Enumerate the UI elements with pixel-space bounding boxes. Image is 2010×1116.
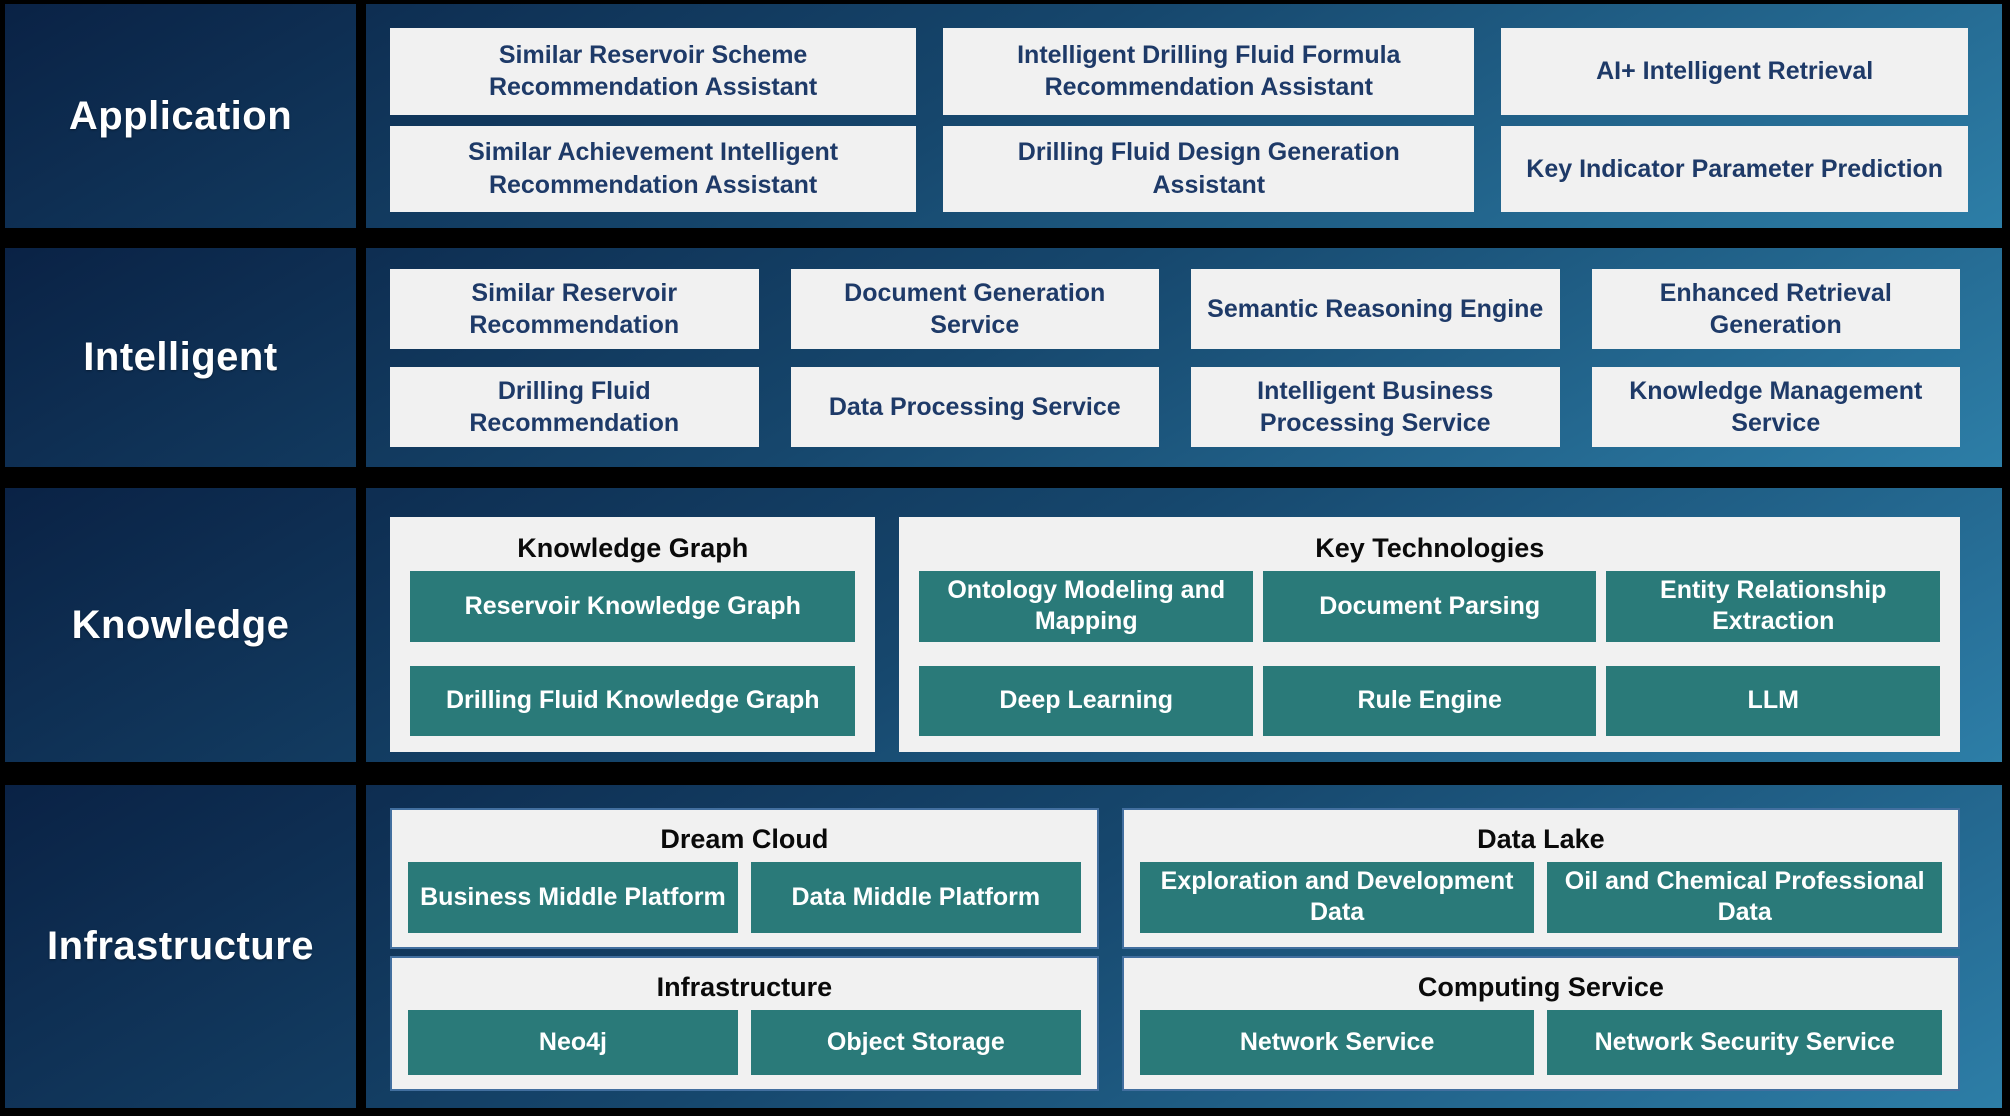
- panel-body: Reservoir Knowledge Graph Drilling Fluid…: [410, 571, 856, 736]
- band-application: Application Similar Reservoir Scheme Rec…: [5, 4, 2002, 228]
- band-label-knowledge: Knowledge: [71, 602, 290, 647]
- panel-title-data-lake: Data Lake: [1477, 824, 1605, 854]
- infrastructure-content: Dream Cloud Business Middle Platform Dat…: [366, 785, 2002, 1108]
- chip-data-middle-platform: Data Middle Platform: [750, 862, 1081, 933]
- band-knowledge: Knowledge Knowledge Graph Reservoir Know…: [5, 488, 2002, 762]
- chip-oil-chemical-professional-data: Oil and Chemical Professional Data: [1547, 862, 1942, 933]
- chip-network-service: Network Service: [1139, 1009, 1535, 1075]
- chip-deep-learning: Deep Learning: [919, 665, 1253, 736]
- panel-title-dream-cloud: Dream Cloud: [660, 824, 829, 854]
- panel-knowledge-graph: Knowledge Graph Reservoir Knowledge Grap…: [390, 517, 876, 752]
- application-box-drilling-fluid-design: Drilling Fluid Design Generation Assista…: [943, 125, 1475, 212]
- chip-document-parsing: Document Parsing: [1262, 571, 1597, 642]
- band-infrastructure: Infrastructure Dream Cloud Business Midd…: [5, 785, 2002, 1108]
- chip-business-middle-platform: Business Middle Platform: [408, 862, 738, 933]
- chip-exploration-development-data: Exploration and Development Data: [1139, 862, 1535, 933]
- panel-title-computing-service: Computing Service: [1417, 971, 1664, 1002]
- chip-neo4j: Neo4j: [408, 1009, 738, 1075]
- service-box-knowledge-management: Knowledge Management Service: [1591, 367, 1960, 447]
- band-label-column: Application: [5, 4, 356, 228]
- panel-key-technologies: Key Technologies Ontology Modeling and M…: [899, 517, 1960, 752]
- band-label-column: Knowledge: [5, 488, 356, 762]
- panel-body: Ontology Modeling and Mapping Document P…: [919, 571, 1940, 736]
- band-label-intelligent: Intelligent: [83, 335, 278, 379]
- service-box-semantic-reasoning-engine: Semantic Reasoning Engine: [1191, 269, 1560, 349]
- intelligent-content: Similar Reservoir Recommendation Documen…: [366, 248, 2002, 467]
- panel-dream-cloud: Dream Cloud Business Middle Platform Dat…: [390, 808, 1099, 949]
- application-box-key-indicator-prediction: Key Indicator Parameter Prediction: [1501, 125, 1968, 212]
- panel-title-knowledge-graph: Knowledge Graph: [517, 533, 749, 563]
- band-label-column: Infrastructure: [5, 785, 356, 1108]
- panel-computing-service: Computing Service Network Service Networ…: [1121, 955, 1960, 1091]
- chip-entity-relationship-extraction: Entity Relationship Extraction: [1606, 571, 1940, 642]
- vertical-divider: [356, 248, 366, 467]
- service-box-document-generation: Document Generation Service: [790, 269, 1159, 349]
- service-box-drilling-fluid-recommendation: Drilling Fluid Recommendation: [390, 367, 759, 447]
- service-box-intelligent-business-processing: Intelligent Business Processing Service: [1191, 367, 1560, 447]
- chip-rule-engine: Rule Engine: [1262, 665, 1597, 736]
- service-box-data-processing: Data Processing Service: [790, 367, 1159, 447]
- application-box-drilling-fluid-formula: Intelligent Drilling Fluid Formula Recom…: [943, 28, 1475, 115]
- chip-drilling-fluid-knowledge-graph: Drilling Fluid Knowledge Graph: [410, 665, 856, 736]
- panel-body: Neo4j Object Storage: [408, 1009, 1081, 1075]
- knowledge-content: Knowledge Graph Reservoir Knowledge Grap…: [366, 488, 2002, 762]
- service-box-similar-reservoir-recommendation: Similar Reservoir Recommendation: [390, 269, 759, 349]
- vertical-divider: [356, 4, 366, 228]
- panel-title-key-technologies: Key Technologies: [1315, 533, 1545, 563]
- panel-data-lake: Data Lake Exploration and Development Da…: [1121, 808, 1960, 949]
- band-intelligent: Intelligent Similar Reservoir Recommenda…: [5, 248, 2002, 467]
- service-box-enhanced-retrieval-generation: Enhanced Retrieval Generation: [1591, 269, 1960, 349]
- panel-body: Network Service Network Security Service: [1139, 1009, 1942, 1075]
- band-label-application: Application: [68, 93, 293, 138]
- panel-infrastructure: Infrastructure Neo4j Object Storage: [390, 955, 1099, 1091]
- chip-llm: LLM: [1606, 665, 1940, 736]
- panel-body: Business Middle Platform Data Middle Pla…: [408, 862, 1081, 933]
- band-separator: [5, 762, 2002, 785]
- application-content: Similar Reservoir Scheme Recommendation …: [366, 4, 2002, 228]
- application-box-ai-intelligent-retrieval: AI+ Intelligent Retrieval: [1501, 28, 1968, 115]
- panel-body: Exploration and Development Data Oil and…: [1139, 862, 1942, 933]
- application-box-similar-reservoir-scheme: Similar Reservoir Scheme Recommendation …: [390, 28, 917, 115]
- chip-reservoir-knowledge-graph: Reservoir Knowledge Graph: [410, 571, 856, 642]
- chip-object-storage: Object Storage: [750, 1009, 1081, 1075]
- band-label-infrastructure: Infrastructure: [46, 924, 315, 968]
- chip-network-security-service: Network Security Service: [1547, 1009, 1942, 1075]
- application-box-similar-achievement: Similar Achievement Intelligent Recommen…: [390, 125, 917, 212]
- vertical-divider: [356, 488, 366, 762]
- band-separator: [5, 467, 2002, 488]
- band-label-column: Intelligent: [5, 248, 356, 467]
- vertical-divider: [356, 785, 366, 1108]
- chip-ontology-modeling-mapping: Ontology Modeling and Mapping: [919, 571, 1253, 642]
- band-separator: [5, 228, 2002, 248]
- panel-title-infrastructure: Infrastructure: [656, 971, 833, 1002]
